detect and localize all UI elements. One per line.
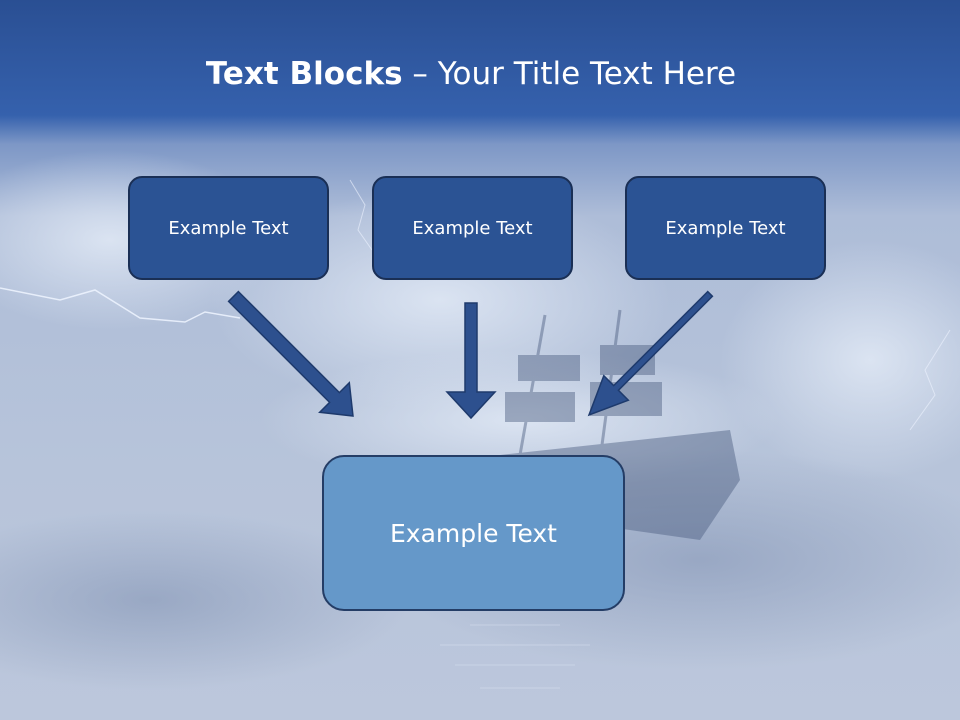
- arrow-left: [227, 290, 354, 417]
- text-block-top-right[interactable]: Example Text: [625, 176, 826, 280]
- text-block-top-left[interactable]: Example Text: [128, 176, 329, 280]
- slide-title: Text Blocks – Your Title Text Here: [0, 52, 942, 96]
- title-separator: –: [402, 56, 438, 92]
- arrow-center: [445, 302, 497, 420]
- title-bold: Text Blocks: [205, 56, 403, 92]
- text-block-top-right-label: Example Text: [665, 217, 786, 239]
- text-block-top-center-label: Example Text: [412, 217, 533, 239]
- text-block-bottom[interactable]: Example Text: [322, 455, 625, 611]
- text-block-bottom-label: Example Text: [390, 518, 557, 548]
- text-block-top-center[interactable]: Example Text: [372, 176, 573, 280]
- title-rest: Your Title Text Here: [437, 56, 737, 92]
- arrow-right: [587, 290, 714, 417]
- text-block-top-left-label: Example Text: [168, 217, 289, 239]
